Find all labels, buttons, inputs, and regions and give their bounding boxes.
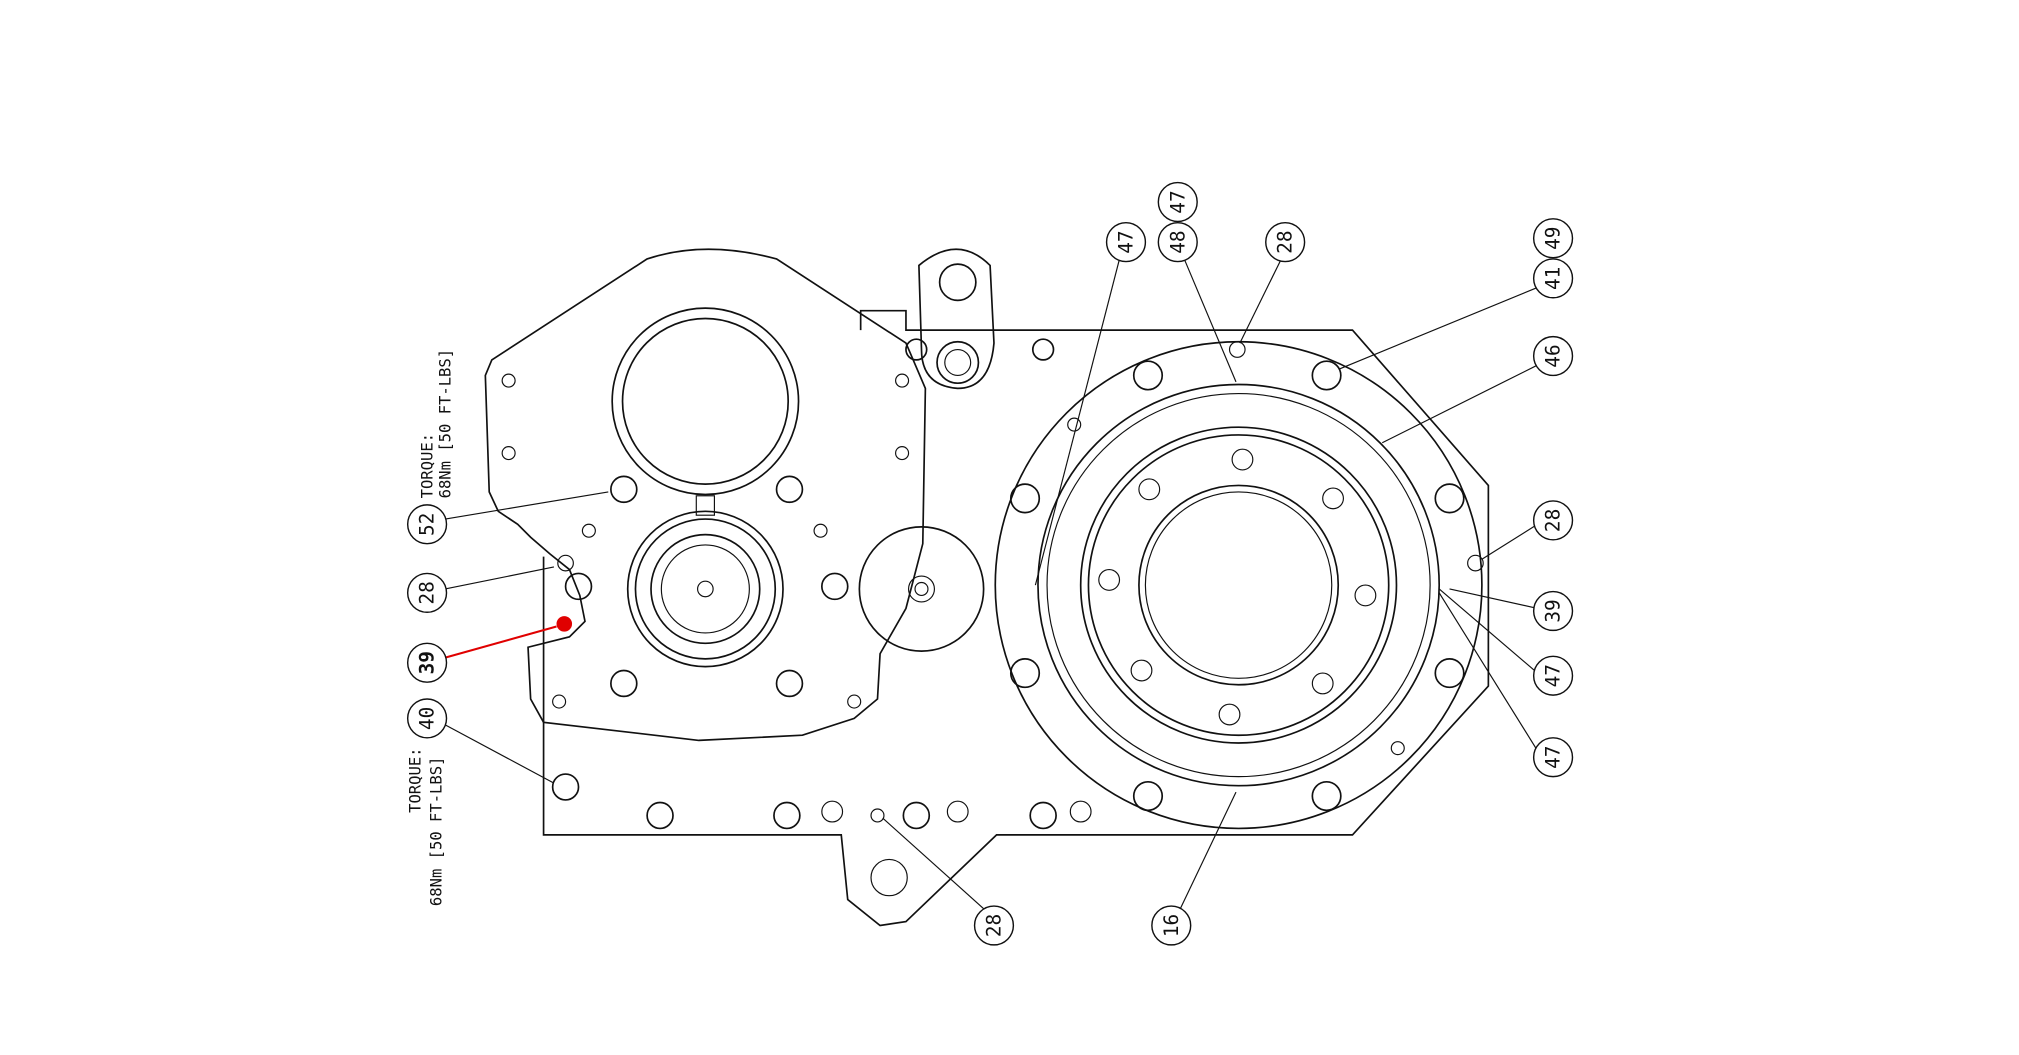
callout-circle [406, 698, 448, 739]
main-housing-outline [542, 309, 1490, 927]
callout-circle [1532, 258, 1574, 299]
torque-note-upper: TORQUE: 68Nm [50 FT-LBS] [418, 349, 454, 498]
callout-number: 28 [1274, 230, 1297, 253]
callout-circle [1105, 221, 1147, 263]
callout-circle [1532, 737, 1574, 778]
upper-cover-outline [484, 248, 927, 742]
idler-pulley [858, 526, 985, 652]
callout-circle [406, 572, 448, 613]
callout-circle [1532, 590, 1574, 632]
callout-number: 16 [1160, 914, 1183, 937]
callout-balloon-41[interactable]: 41 [1532, 258, 1574, 299]
svg-text:68Nm [50 FT-LBS]: 68Nm [50 FT-LBS] [436, 349, 454, 498]
callout-circle [973, 905, 1015, 946]
callout-number: 39 [1542, 599, 1565, 622]
highlight-leader [444, 625, 557, 659]
flange-ring [994, 340, 1483, 830]
svg-text:TORQUE:: TORQUE: [418, 433, 436, 498]
housing-bolts [501, 338, 1484, 897]
callout-balloon-47[interactable]: 47 [1157, 181, 1198, 223]
callout-balloon-47[interactable]: 47 [1532, 655, 1574, 696]
callout-circle [1532, 218, 1574, 259]
leader-lines [444, 258, 1539, 910]
callout-balloon-49[interactable]: 49 [1532, 218, 1574, 259]
callout-number: 47 [1166, 190, 1189, 213]
lever-arm [918, 248, 995, 390]
callout-circle [1157, 221, 1198, 263]
callout-circle [1151, 905, 1192, 946]
callout-number: 41 [1542, 267, 1565, 290]
callout-balloon-28[interactable]: 28 [1265, 221, 1306, 263]
callout-balloon-48[interactable]: 48 [1157, 221, 1198, 263]
callout-balloon-39[interactable]: 39 [1532, 590, 1574, 632]
callout-number: 47 [1542, 746, 1565, 769]
torque-note-lower: TORQUE: 68Nm [50 FT-LBS] [407, 747, 446, 906]
callout-number: 49 [1542, 227, 1565, 250]
callout-circle [1265, 221, 1306, 263]
callout-circle [1532, 500, 1574, 541]
svg-text:TORQUE:: TORQUE: [407, 747, 425, 812]
callout-balloon-46[interactable]: 46 [1532, 335, 1574, 377]
callout-circle [1157, 181, 1198, 223]
callout-circle [406, 504, 448, 545]
callout-number: 47 [1542, 664, 1565, 687]
callout-number: 39 [416, 651, 439, 674]
ring-bolt-holes [1098, 448, 1377, 726]
callout-number: 28 [982, 914, 1005, 937]
callout-balloon-28[interactable]: 28 [406, 572, 448, 613]
callout-balloon-39[interactable]: 39 [406, 642, 448, 683]
highlight-dot [556, 616, 573, 632]
callout-balloon-47[interactable]: 47 [1532, 737, 1574, 778]
callout-number: 40 [416, 707, 439, 730]
callout-balloon-28[interactable]: 28 [1532, 500, 1574, 541]
callout-number: 46 [1542, 344, 1565, 367]
callout-number: 28 [1542, 509, 1565, 532]
callout-number: 52 [416, 513, 439, 536]
callout-balloon-52[interactable]: 52 [406, 504, 448, 545]
upper-gear [611, 307, 800, 496]
callout-circle [1532, 335, 1574, 377]
svg-text:68Nm [50 FT-LBS]: 68Nm [50 FT-LBS] [427, 757, 445, 906]
callout-number: 28 [416, 581, 439, 604]
callout-balloon-28[interactable]: 28 [973, 905, 1015, 946]
callout-balloon-16[interactable]: 16 [1151, 905, 1192, 946]
callout-circle [1532, 655, 1574, 696]
callout-number: 47 [1114, 230, 1137, 253]
callout-balloon-40[interactable]: 40 [406, 698, 448, 739]
callout-circle [406, 642, 448, 683]
callout-number: 48 [1166, 230, 1189, 253]
callout-balloon-47[interactable]: 47 [1105, 221, 1147, 263]
bearing [626, 510, 784, 668]
